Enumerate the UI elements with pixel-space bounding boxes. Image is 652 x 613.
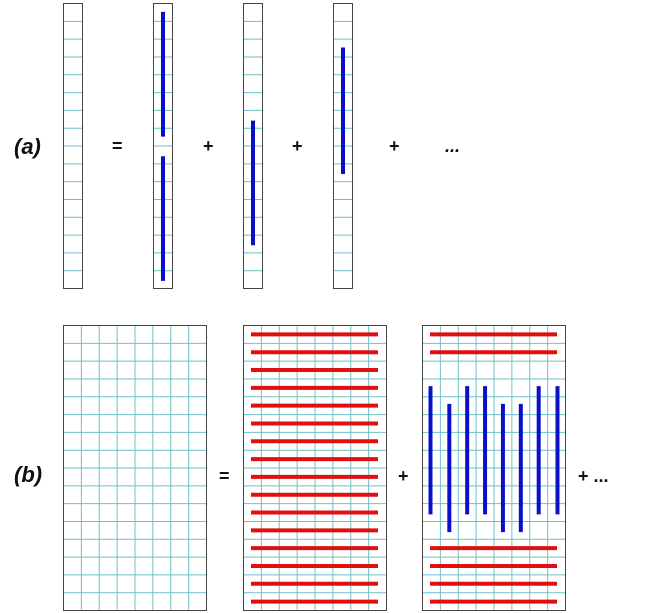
part-a-grid-4-border	[333, 3, 353, 289]
part-a-ellipsis: ...	[445, 136, 460, 156]
part-a-grid-2-border	[153, 3, 173, 289]
part-b-grid-3	[422, 325, 566, 611]
part-b-plus-ellipsis: + ...	[578, 466, 609, 486]
part-b-grid-2-border	[243, 325, 387, 611]
part-b-grid-1	[63, 325, 207, 611]
part-b-grid-2	[243, 325, 387, 611]
part-a-plus-1: +	[203, 136, 214, 156]
part-a-grid-3-border	[243, 3, 263, 289]
part-a-grid-1	[63, 3, 83, 289]
part-b-equals: =	[219, 466, 230, 486]
part-b-grid-1-border	[63, 325, 207, 611]
part-b-plus-1: +	[398, 466, 409, 486]
part-b-label: (b)	[14, 462, 42, 487]
part-a-grid-4	[333, 3, 353, 289]
part-b-grid-3-border	[422, 325, 566, 611]
part-a-label: (a)	[14, 134, 41, 159]
part-a-plus-2: +	[292, 136, 303, 156]
part-a-plus-3: +	[389, 136, 400, 156]
part-a-grid-3	[243, 3, 263, 289]
part-a-equals: =	[112, 136, 123, 156]
part-a-grid-1-border	[63, 3, 83, 289]
